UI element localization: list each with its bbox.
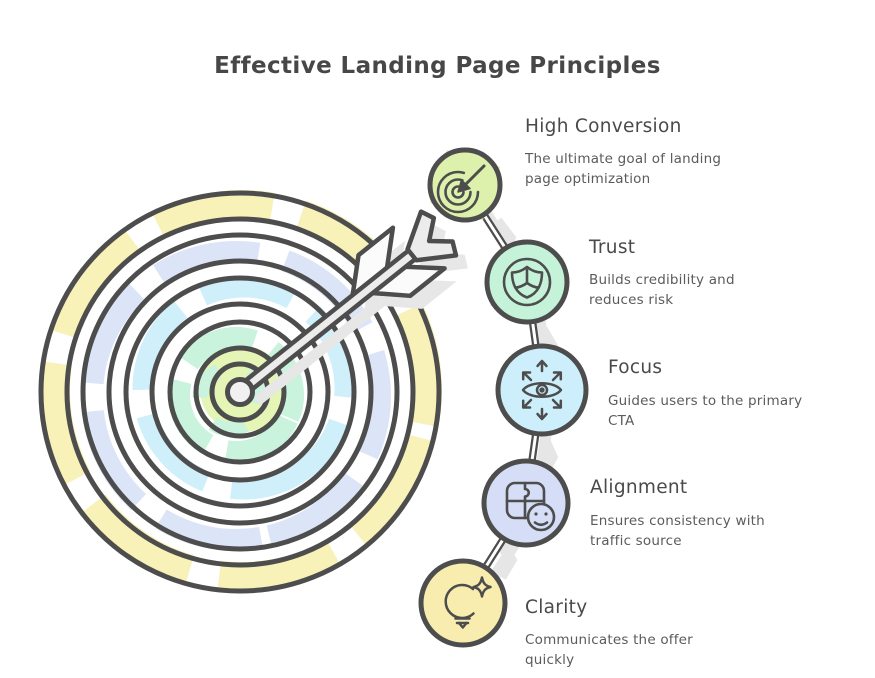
item-description-alignment: Ensures consistency with traffic source [590,511,765,551]
node-trust [484,239,570,325]
description-line: Guides users to the primary [608,393,803,409]
description-line: Builds credibility and [589,272,735,288]
description-line: reduces risk [589,292,674,308]
item-title-high-conversion: High Conversion [525,116,682,137]
item-description-trust: Builds credibility and reduces risk [589,270,735,310]
item-description-high-conversion: The ultimate goal of landing page optimi… [525,149,721,189]
item-title-focus: Focus [608,357,663,378]
description-line: CTA [608,413,635,429]
description-line: Ensures consistency with [590,513,765,529]
target-arrow-icon [436,164,486,214]
puzzle-smiley-icon [505,481,556,532]
lightbulb-sparkle-icon [444,576,492,629]
description-line: quickly [525,652,575,668]
shield-icon [502,257,552,307]
node-alignment [481,458,571,548]
item-description-focus: Guides users to the primary CTA [608,391,802,431]
item-description-clarity: Communicates the offer quickly [525,630,693,670]
description-line: The ultimate goal of landing [525,151,722,167]
page-title: Effective Landing Page Principles [214,53,661,79]
node-focus [495,343,589,437]
item-title-trust: Trust [589,237,636,258]
node-high-conversion [427,147,503,223]
description-line: traffic source [590,533,682,549]
description-line: page optimization [525,171,651,187]
eye-focus-icon [521,359,563,421]
description-line: Communicates the offer [525,632,693,648]
item-title-alignment: Alignment [590,477,688,498]
item-title-clarity: Clarity [525,597,588,618]
node-clarity [418,558,508,648]
target-bullseye-dot [225,377,255,407]
target-graphic [38,190,442,594]
